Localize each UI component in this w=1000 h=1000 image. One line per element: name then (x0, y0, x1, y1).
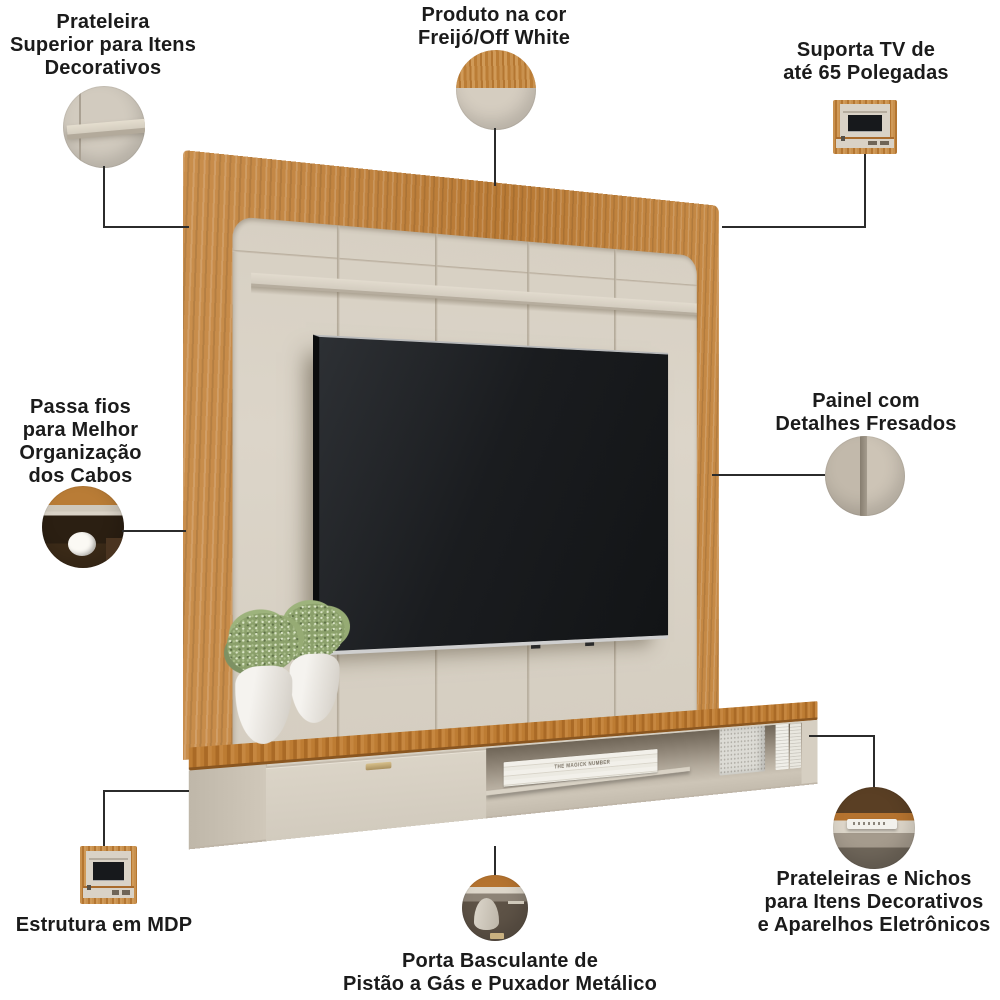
tv-mount-foot (531, 645, 540, 649)
connector-line (494, 846, 496, 875)
label-line: até 65 Polegadas (756, 62, 976, 85)
label-line: Organização (0, 442, 183, 465)
product-mini-thumbnail (80, 846, 137, 904)
metal-latch (490, 933, 504, 939)
label-line: Produto na cor (383, 4, 605, 27)
connector-line (712, 474, 825, 476)
tv-mount-foot (585, 642, 594, 646)
thumb-niche (868, 141, 876, 145)
freijo-color-swatch (456, 50, 536, 88)
callout-label-cable-management: Passa fios para Melhor Organização dos C… (0, 396, 183, 488)
connector-line (494, 128, 496, 186)
label-line: Pistão a Gás e Puxador Metálico (332, 973, 668, 996)
shelf-detail-circle (63, 86, 145, 168)
label-line: para Itens Decorativos (736, 891, 1000, 914)
label-line: Prateleiras e Nichos (736, 868, 1000, 891)
connector-line (722, 226, 866, 228)
label-line: dos Cabos (0, 465, 183, 488)
routed-groove (860, 436, 867, 516)
callout-label-shelves-niches: Prateleiras e Nichos para Itens Decorati… (736, 868, 1000, 937)
thumb-base (83, 886, 134, 898)
label-line: para Melhor (0, 419, 183, 442)
callout-label-routed-details: Painel com Detalhes Fresados (752, 390, 980, 436)
electronics-device (847, 819, 897, 829)
cabinet-left-end (189, 764, 267, 847)
label-line: Suporta TV de (756, 39, 976, 62)
thumb-base (836, 137, 894, 148)
callout-label-flip-door: Porta Basculante de Pistão a Gás e Puxad… (332, 950, 668, 996)
thumb-niche (880, 141, 889, 145)
cable-pass-hole (68, 532, 96, 556)
thumb-tv-screen (93, 862, 124, 881)
connector-line (103, 790, 105, 846)
flip-door (266, 748, 486, 841)
callout-label-tv-size: Suporta TV de até 65 Polegadas (756, 39, 976, 85)
thumb-tv-screen (848, 115, 883, 133)
device-buttons (853, 822, 887, 825)
thumb-shelf (89, 858, 128, 860)
vertical-book (790, 723, 801, 769)
book-spine-text: THE MAGICK NUMBER (504, 756, 658, 776)
callout-label-color: Produto na cor Freijó/Off White (383, 4, 605, 50)
label-line: Superior para Itens (0, 34, 209, 57)
connector-line (809, 735, 875, 737)
tv-panel-product: THE MAGICK NUMBER (183, 150, 818, 850)
connector-line (122, 530, 186, 532)
connector-line (103, 166, 105, 228)
gas-piston-circle (462, 875, 528, 941)
interior-ledge (106, 538, 124, 568)
metal-handle (366, 762, 392, 771)
label-line: Porta Basculante de (332, 950, 668, 973)
label-line: Estrutura em MDP (0, 914, 208, 937)
thumb-niche (112, 890, 119, 894)
thumb-shelf (843, 111, 887, 113)
gas-piston (474, 898, 499, 930)
label-line: Painel com (752, 390, 980, 413)
connector-line (103, 226, 189, 228)
thumb-niche (122, 890, 130, 894)
cable-hole-circle (42, 486, 124, 568)
label-line: Passa fios (0, 396, 183, 419)
connector-line (873, 735, 875, 787)
callout-label-upper-shelf: Prateleira Superior para Itens Decorativ… (0, 11, 209, 80)
groove-detail-circle (825, 436, 905, 516)
interior-shelf-edge (508, 901, 524, 904)
label-line: Prateleira (0, 11, 209, 34)
shelf-niche-circle (833, 787, 915, 869)
thumb-decor (841, 136, 845, 141)
callout-label-structure: Estrutura em MDP (0, 914, 208, 937)
label-line: e Aparelhos Eletrônicos (736, 914, 1000, 937)
product-mini-thumbnail (833, 100, 897, 154)
label-line: Decorativos (0, 57, 209, 80)
marble-bookend (719, 725, 765, 776)
vertical-book (776, 723, 789, 770)
label-line: Detalhes Fresados (752, 413, 980, 436)
label-line: Freijó/Off White (383, 27, 605, 50)
connector-line (864, 154, 866, 228)
thumb-decor (87, 885, 91, 890)
connector-line (103, 790, 189, 792)
two-tone-color-circle (456, 50, 536, 130)
tv-screen (313, 335, 668, 656)
